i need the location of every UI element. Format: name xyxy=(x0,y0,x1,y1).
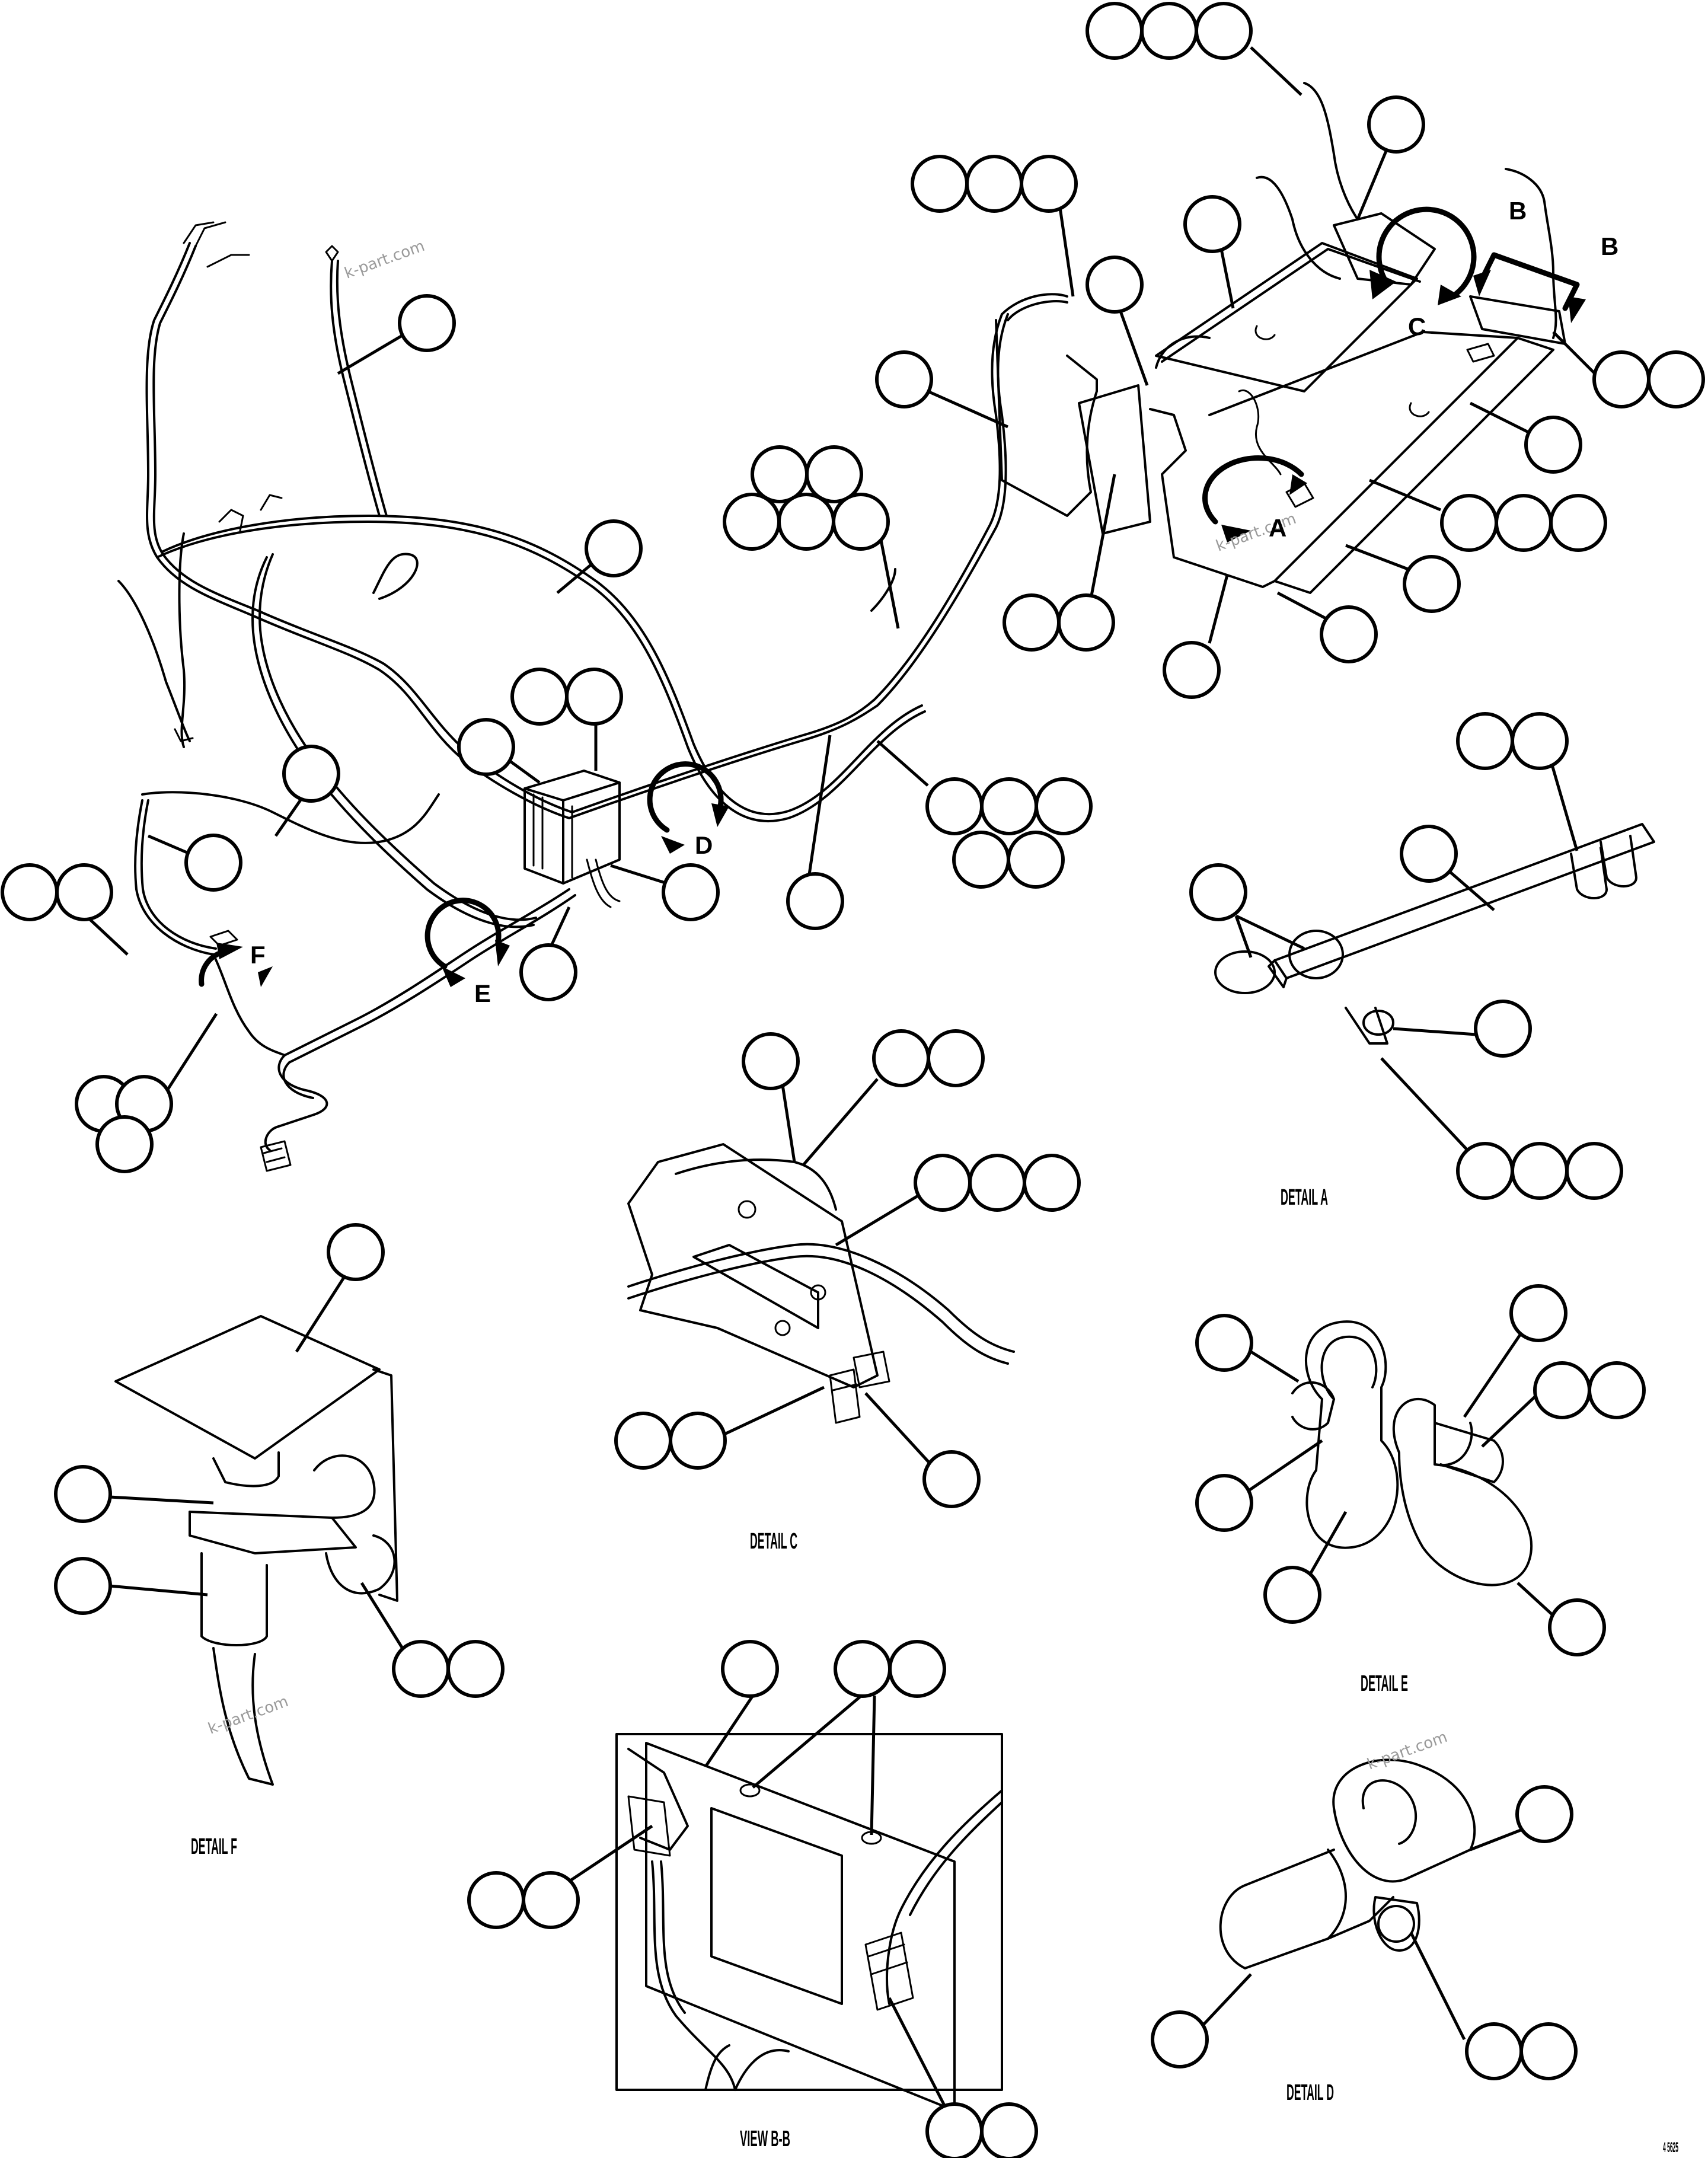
callout-group-mid-top-triple[interactable] xyxy=(911,155,1078,297)
detail-f-drawing xyxy=(114,1315,398,1786)
callout-group-guard-left-single[interactable] xyxy=(875,350,1009,429)
callout-group-detail-f-single-mid[interactable] xyxy=(54,1465,214,1523)
detail-a-rotation-arrow xyxy=(1202,455,1304,525)
callout-group-detail-f-single-low[interactable] xyxy=(54,1557,208,1615)
detail-e-drawing xyxy=(1291,1320,1533,1586)
caption-detail-d: DETAIL D xyxy=(1286,2080,1334,2105)
callout-group-detail-c-pair[interactable] xyxy=(802,1029,985,1166)
callout-group-detail-e-single-right[interactable] xyxy=(1463,1284,1567,1418)
callout-group-detail-d-single-top[interactable] xyxy=(1470,1785,1573,1851)
callout-group-detail-d-single-left[interactable] xyxy=(1151,1973,1252,2068)
callout-group-connector-single-e[interactable] xyxy=(610,863,720,921)
detail-d-rotation-arrow xyxy=(647,761,724,833)
detail-e-rotation-arrow xyxy=(424,898,502,969)
callout-group-harness-single-mid[interactable] xyxy=(556,519,643,594)
callout-group-view-bb-pair-lower[interactable] xyxy=(887,1997,1038,2158)
detail-c-drawing xyxy=(627,1143,1015,1424)
view-letter-a: A xyxy=(1269,514,1286,542)
callout-group-harness-five[interactable] xyxy=(723,445,900,629)
callout-group-detail-c-triple[interactable] xyxy=(835,1154,1081,1247)
callout-group-ecu-five[interactable] xyxy=(876,740,1093,889)
callout-group-detail-f-single-top[interactable] xyxy=(295,1223,385,1353)
trunk-harness xyxy=(568,293,1068,819)
callout-group-detail-e-single-mid[interactable] xyxy=(1195,1439,1323,1532)
callout-group-harness-single-left-lower[interactable] xyxy=(148,834,242,892)
lower-harness xyxy=(209,888,576,1172)
view-letter-b-right: B xyxy=(1601,232,1618,260)
view-letter-f: F xyxy=(250,941,266,969)
callout-group-detail-d-pair[interactable] xyxy=(1409,1932,1578,2080)
callout-group-view-bb-single[interactable] xyxy=(704,1640,779,1768)
callout-group-detail-c-single[interactable] xyxy=(742,1032,800,1163)
callout-group-detail-a-triple[interactable] xyxy=(1380,1057,1623,1200)
view-bb-frame xyxy=(615,1733,1003,2091)
callout-group-ecu-single[interactable] xyxy=(457,718,541,784)
section-b-b-arrows xyxy=(1473,252,1586,323)
watermark-3: k-part.com xyxy=(206,1693,290,1738)
callout-group-top-right-triple[interactable] xyxy=(1086,2,1302,96)
callout-group-detail-e-single-low[interactable] xyxy=(1263,1511,1348,1624)
callout-group-left-pair[interactable] xyxy=(1,863,129,956)
callout-group-detail-a-pair[interactable] xyxy=(1456,712,1579,851)
caption-detail-a: DETAIL A xyxy=(1281,1185,1328,1210)
callout-group-guard-pair[interactable] xyxy=(1003,474,1116,652)
callout-group-detail-e-pair[interactable] xyxy=(1481,1361,1646,1448)
detail-d-drawing xyxy=(1219,1758,1476,1969)
ecu-module xyxy=(523,770,621,908)
callout-group-ecu-pair[interactable] xyxy=(510,668,623,771)
callout-group-detail-e-single-left[interactable] xyxy=(1195,1314,1300,1383)
callout-group-view-bb-pair[interactable] xyxy=(752,1640,946,1835)
detail-c-rotation-arrow xyxy=(1376,206,1477,299)
callout-group-detail-c-single-lower[interactable] xyxy=(864,1392,981,1508)
caption-detail-c: DETAIL C xyxy=(750,1529,797,1554)
callout-group-plate-right-triple[interactable] xyxy=(1369,478,1607,552)
view-letter-b-left: B xyxy=(1509,197,1527,225)
caption-view-bb: VIEW B-B xyxy=(740,2127,790,2151)
view-letter-d: D xyxy=(695,831,713,859)
callout-group-view-bb-pair-left[interactable] xyxy=(467,1824,653,1929)
watermark-4: k-part.com xyxy=(1365,1728,1450,1774)
drawing-number: 4 5625 xyxy=(1663,2140,1678,2156)
caption-detail-e: DETAIL E xyxy=(1361,1671,1408,1696)
callout-group-guard-single[interactable] xyxy=(1086,256,1149,386)
callout-group-guard-bottom-single[interactable] xyxy=(1163,574,1229,699)
callout-group-plate-single-right[interactable] xyxy=(1469,401,1582,474)
view-letter-e: E xyxy=(474,979,491,1007)
callout-group-view-b-pair[interactable] xyxy=(1552,331,1705,408)
callout-group-detail-a-single-left[interactable] xyxy=(1189,863,1305,958)
callout-group-connector-single-d[interactable] xyxy=(786,735,844,930)
callout-group-detail-a-single-top[interactable] xyxy=(1400,825,1495,911)
callout-group-detail-c-pair-lower[interactable] xyxy=(614,1386,825,1470)
callout-group-plate-single-lower[interactable] xyxy=(1345,544,1461,613)
caption-detail-f: DETAIL F xyxy=(191,1834,237,1859)
callout-group-connector-single-f[interactable] xyxy=(519,906,577,1001)
callout-group-plate-single-top[interactable] xyxy=(1183,195,1241,309)
callout-group-detail-f-pair[interactable] xyxy=(360,1582,505,1698)
view-letter-c: C xyxy=(1408,312,1426,340)
callout-group-detail-a-single-right[interactable] xyxy=(1393,1000,1532,1058)
callout-group-bottom-left-triple[interactable] xyxy=(75,1013,218,1173)
main-harness xyxy=(117,221,926,956)
callout-group-harness-single-left[interactable] xyxy=(274,745,340,837)
detail-a-drawing xyxy=(1214,823,1655,1045)
view-bb-drawing xyxy=(615,1733,1003,2112)
callout-group-plate-single-bottom[interactable] xyxy=(1276,591,1378,663)
callout-group-detail-e-single-lowright[interactable] xyxy=(1517,1582,1606,1656)
watermark-1: k-part.com xyxy=(342,237,427,283)
detail-arrows xyxy=(199,206,1477,987)
callout-group-bracket-single[interactable] xyxy=(1356,95,1425,220)
callout-group-harness-single-top[interactable] xyxy=(337,294,456,375)
